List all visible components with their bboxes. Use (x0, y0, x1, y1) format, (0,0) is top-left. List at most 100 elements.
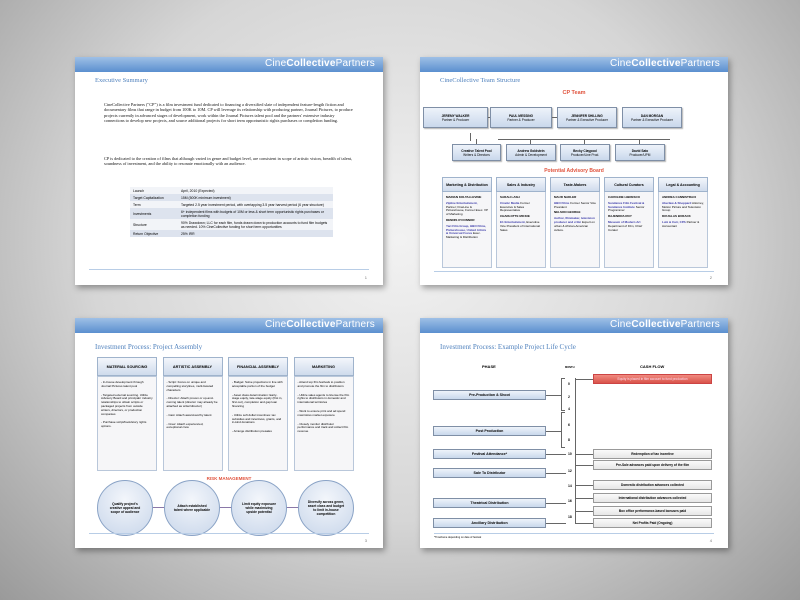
summary-paragraph-2: CP is dedicated to the creation of films… (104, 156, 353, 167)
month-label: 10 (568, 452, 572, 456)
month-label: 18 (568, 515, 572, 519)
staff-role: Producer/UPM (629, 152, 651, 157)
risk-circle: Diversify across genre, asset class and … (298, 480, 354, 536)
connector (575, 523, 593, 524)
slide-header: CineCollectivePartners (420, 318, 728, 333)
advisory-column-header: Legal & Accounting (658, 177, 708, 192)
connector (575, 465, 593, 466)
advisor-role: Senior Programmer (608, 204, 645, 213)
bullet-item: - Script: Focus on unique and compelling… (166, 380, 214, 392)
phase-box: Sale To Distributor (433, 468, 546, 478)
bullet-item: - Attend top film festivals to position … (297, 380, 345, 388)
footer-divider (434, 271, 714, 272)
slide-title: Investment Process: Example Project Life… (440, 343, 576, 351)
advisor-name: DOUGLAS BURACK (662, 214, 691, 219)
advisor-company: Aberlaw & Sheppard (662, 200, 692, 205)
advisor-company: HBO Films (554, 200, 570, 205)
phase-box: Festival Attendance* (433, 449, 546, 459)
brand-logo: CineCollectivePartners (264, 319, 375, 330)
page-number: 4 (709, 538, 712, 543)
partner-role: Partner & Executive Producer (631, 117, 673, 122)
partner-name: PAUL MESSING (509, 113, 533, 118)
row-value: 15M (500K minimum investment) (178, 194, 333, 201)
cash-flow-box: Pre-Sale advances paid upon delivery of … (593, 460, 712, 470)
connector (552, 117, 557, 118)
advisor-role: Former Executive & Sales Representative (500, 200, 530, 213)
connector (476, 139, 477, 144)
phase-box: Pre-Production & Shoot (433, 390, 546, 400)
slide-team-structure[interactable]: CineCollectivePartners CineCollective Te… (420, 57, 728, 285)
advisor-detail: Sundance Film Festival & Sundance Instit… (608, 201, 650, 213)
advisor-name: RAJENDRA ROY (608, 214, 632, 219)
connector (488, 117, 490, 118)
slide-executive-summary[interactable]: CineCollectivePartners Executive Summary… (75, 57, 383, 285)
connector (575, 379, 593, 380)
advisor-company: Zipline Entertainment, (446, 200, 478, 205)
advisor-company: Lutz & Carr, CPA (662, 219, 686, 224)
advisor-role: Partner & Accountant (662, 219, 700, 228)
bullet-item: - In-house development through Journal P… (101, 380, 144, 388)
bullet-item: - Director: Attach proven or up-and-comi… (166, 396, 218, 408)
staff-name: Creative Talent Pool (461, 148, 492, 153)
process-column-header: MARKETING (293, 357, 354, 376)
staff-name: David Sato (631, 148, 649, 153)
advisor-name: DENNIS O'CONNOR (446, 217, 475, 222)
advisor-name: SARAH LASH (500, 195, 520, 199)
footnote: *Timeframe depending on date of festival (434, 536, 482, 539)
partner-role: Partner & Producer (441, 117, 470, 122)
staff-role: Writers & Directors (463, 152, 490, 157)
cash-flow-box: Domestic distribution advances collected (593, 480, 712, 490)
slide-project-assembly[interactable]: CineCollectivePartners Investment Proces… (75, 318, 383, 548)
cp-team-heading: CP Team (562, 90, 586, 96)
advisor-detail: Yari Film Group, HBO Films, Picturehouse… (446, 224, 488, 240)
advisor-role: Former Senior Vice President (554, 200, 596, 209)
row-value: 90% Drawdown; LLC for each film, funds d… (178, 219, 333, 230)
phase-heading: PHASE (482, 364, 496, 369)
advisor-company: E1 Entertainment, (500, 219, 526, 224)
connector (530, 139, 531, 144)
slide-title: CineCollective Team Structure (440, 77, 521, 84)
connector (575, 485, 593, 486)
cash-flow-box: Box office performance-based bonuses pai… (593, 506, 712, 516)
slide-project-life-cycle[interactable]: CineCollectivePartners Investment Proces… (420, 318, 728, 548)
staff-name: Andrew Goldstein (517, 148, 545, 153)
staff-role: Admin & Development (515, 152, 547, 157)
month-label: 12 (568, 469, 572, 473)
connector (546, 431, 561, 432)
bullet-item: - Purchase script/book/story rights opti… (101, 420, 147, 429)
advisor-role: Executive Vice President of Internationa… (500, 219, 540, 232)
advisor-detail: Aberlaw & Sheppard Attorney, Motion Pict… (662, 200, 704, 213)
advisor-name: CHARLOTTE MICKIE (500, 214, 530, 219)
advisor-detail: Zipline Entertainment, Partner; FineLine… (446, 200, 488, 217)
row-label: Structure (130, 219, 178, 230)
slide-title: Executive Summary (95, 77, 148, 84)
page-number: 3 (364, 538, 367, 543)
advisory-column-header: Marketing & Distribution (442, 177, 492, 192)
advisor-name: ANDREA CANNISTRACI (662, 195, 697, 199)
advisory-board-heading: Potential Advisory Board (544, 168, 604, 174)
connector (639, 139, 640, 144)
bullet-item: - Utilize sales agents to license the fi… (297, 392, 350, 405)
phase-box: Theatrical Distribution (433, 498, 546, 508)
row-label: Term (130, 201, 178, 208)
footer-divider (89, 533, 369, 534)
staff-role: Producer/Line Prod. (570, 152, 600, 157)
advisor-detail: E1 Entertainment, Executive Vice Preside… (500, 219, 542, 232)
process-column-body: - Attend top film festivals to position … (293, 376, 354, 471)
cash-flow-heading: CASH FLOW (640, 364, 665, 369)
connector (575, 454, 593, 455)
page-number: 2 (709, 275, 712, 280)
month-label: 2 (568, 395, 570, 399)
row-value: April, 2010 (Expected) (178, 187, 333, 194)
process-column-body: - In-house development through Journal P… (97, 376, 157, 471)
advisor-company: Author, filmmaker, television producer a… (554, 216, 595, 224)
